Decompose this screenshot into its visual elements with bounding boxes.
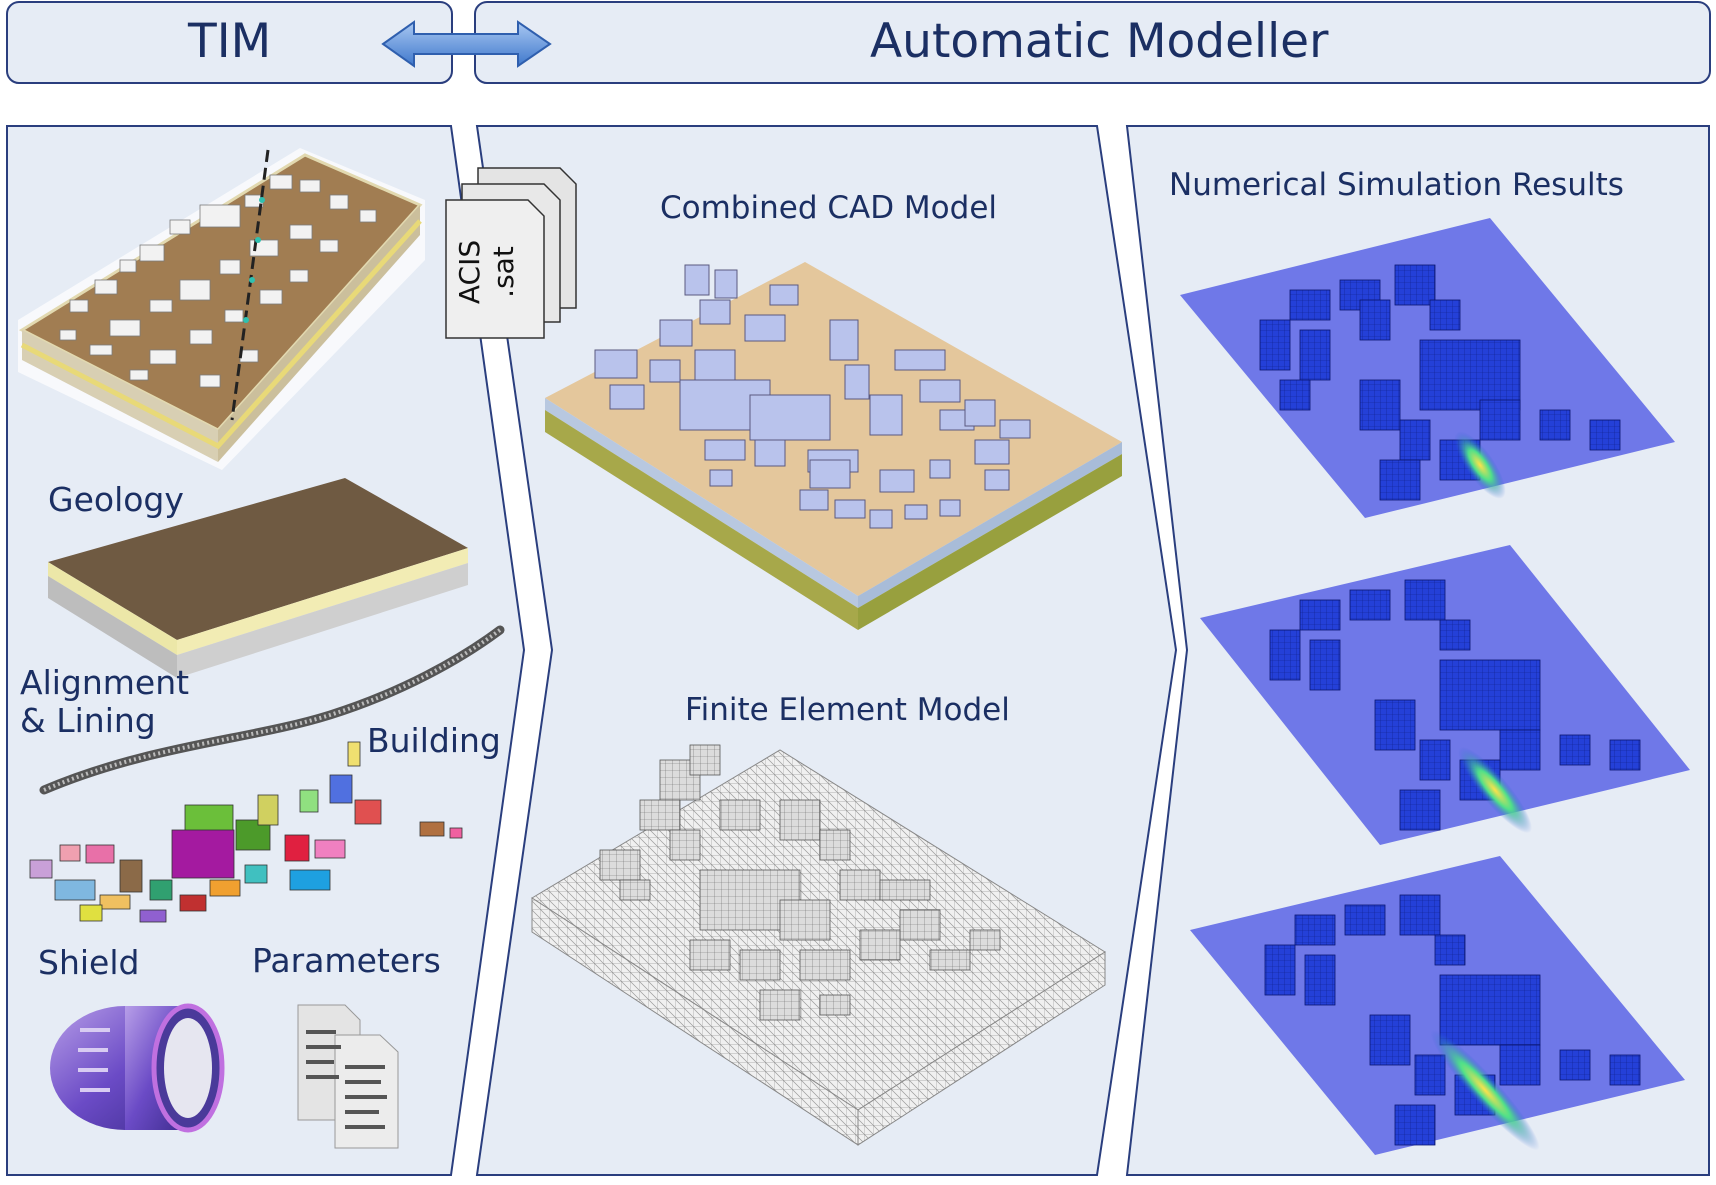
fe-model-title: Finite Element Model bbox=[685, 692, 1010, 728]
parameters-label: Parameters bbox=[252, 941, 441, 980]
shield-label: Shield bbox=[38, 943, 140, 982]
geology-slab-image bbox=[48, 478, 468, 678]
buildings-image bbox=[29, 741, 463, 923]
sat-file-stack-icon bbox=[445, 167, 577, 339]
simulation-result-2 bbox=[1200, 545, 1690, 845]
alignment-label-line1: Alignment bbox=[20, 663, 190, 702]
building-label: Building bbox=[367, 721, 501, 760]
results-title: Numerical Simulation Results bbox=[1169, 167, 1624, 203]
cad-model-title: Combined CAD Model bbox=[660, 190, 998, 226]
geology-label: Geology bbox=[48, 480, 184, 519]
double-arrow-icon bbox=[381, 20, 552, 68]
tim-title: TIM bbox=[188, 14, 272, 69]
modeller-title: Automatic Modeller bbox=[870, 14, 1329, 69]
city-model-image bbox=[18, 148, 425, 470]
fe-model-image bbox=[531, 744, 1106, 1146]
sat-file-line2: .sat bbox=[487, 246, 520, 298]
shield-image bbox=[50, 1003, 225, 1133]
sat-file-line1: ACIS bbox=[453, 239, 486, 305]
cad-model-image bbox=[545, 262, 1122, 630]
sat-file-label: ACIS .sat bbox=[453, 227, 533, 317]
alignment-label-line2: & Lining bbox=[20, 701, 156, 740]
parameters-documents-icon bbox=[297, 1004, 399, 1149]
simulation-result-3 bbox=[1190, 856, 1685, 1155]
simulation-result-1 bbox=[1180, 218, 1675, 518]
